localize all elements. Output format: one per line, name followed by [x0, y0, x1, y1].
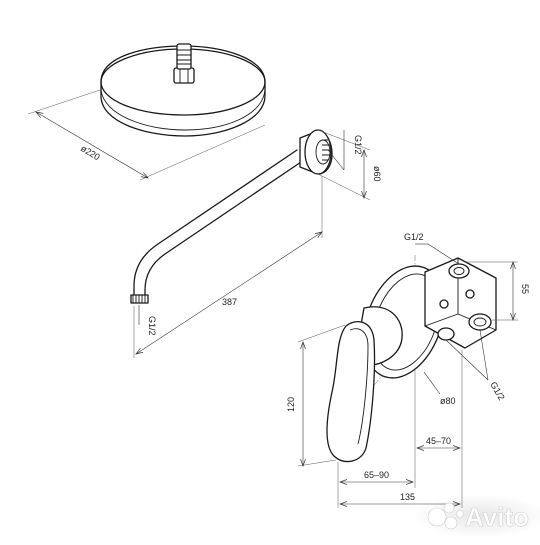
depth-range-a-label: 65–90: [364, 470, 389, 480]
arm-outlet-label: G1/2: [147, 316, 157, 336]
arm-outlet-callout: G1/2: [138, 305, 157, 336]
shower-arm: G1/2 ø60 G1/2 387: [130, 129, 382, 358]
valve-side-thread-label: G1/2: [488, 380, 506, 402]
depth-range-b-label: 45–70: [426, 436, 451, 446]
arm-length-dimension: 387: [133, 176, 322, 358]
valve-top-thread-callout: G1/2: [404, 232, 460, 265]
avito-watermark: Avito: [412, 494, 540, 538]
arm-flange-label: ø60: [372, 166, 382, 182]
arm-thread-callout: G1/2: [327, 130, 363, 171]
valve-height-dimension: 55: [464, 262, 530, 320]
avito-brand-text: Avito: [465, 502, 529, 532]
valve-top-thread-label: G1/2: [404, 232, 424, 242]
shower-head: ø220: [27, 43, 266, 181]
handle-height-dimension: 120: [286, 324, 346, 466]
mixer-valve: G1/2 55 G1/2 ø80 120: [286, 232, 530, 508]
plate-diameter-label: ø80: [440, 396, 456, 406]
arm-length-label: 387: [222, 297, 237, 307]
avito-dots-icon: [427, 502, 464, 530]
shower-diameter-label: ø220: [79, 143, 102, 162]
arm-flange-dimension: ø60: [317, 129, 382, 201]
plate-diameter-callout: ø80: [423, 371, 456, 406]
handle-height-label: 120: [286, 397, 296, 412]
total-depth-label: 135: [400, 492, 415, 502]
arm-thread-label: G1/2: [353, 135, 363, 155]
valve-height-label: 55: [520, 284, 530, 294]
